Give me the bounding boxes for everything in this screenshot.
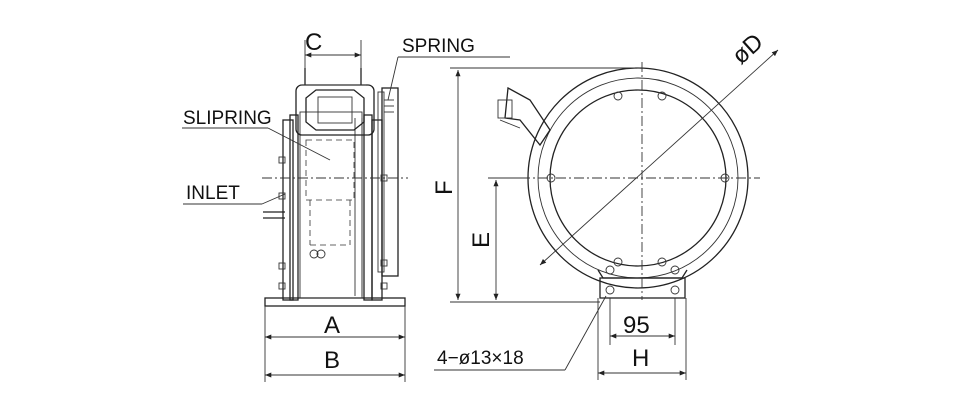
holes-spec-label: 4−ø13×18 (437, 348, 524, 369)
slipring-label: SLIPRING (183, 108, 272, 129)
dim-e-label: E (468, 232, 495, 248)
side-view (182, 40, 510, 382)
spring-label: SPRING (402, 36, 475, 57)
dim-b-label: B (324, 347, 340, 374)
front-view (434, 49, 779, 380)
dim-c-label: C (305, 29, 322, 56)
dim-a-label: A (324, 312, 340, 339)
dim-95-label: 95 (623, 312, 650, 339)
dim-f-label: F (431, 180, 458, 195)
inlet-label: INLET (186, 183, 240, 204)
dim-h-label: H (632, 345, 649, 372)
